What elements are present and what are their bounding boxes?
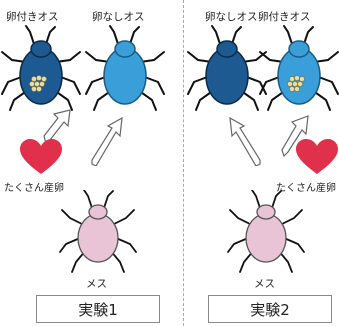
exp2-arrow-to-male-with-eggs [281, 115, 309, 158]
exp1-arrow-to-male-with-eggs [43, 109, 71, 146]
exp2-title-box: 実験2 [208, 295, 332, 323]
exp1-male-without-eggs-bug [85, 25, 165, 111]
exp1-female-bug [59, 190, 137, 273]
exp2-male-with-eggs-bug [259, 25, 339, 111]
exp1-male-with-eggs-bug [1, 25, 81, 111]
exp2-title: 実験2 [250, 300, 290, 319]
exp1-heart-icon [20, 139, 62, 174]
exp2-female-bug [227, 190, 305, 273]
exp1-title: 実験1 [78, 300, 118, 319]
exp2-male-with-eggs-label: 卵付きオス [258, 11, 311, 23]
exp2-female-label: メス [254, 278, 275, 290]
exp2-arrow-to-male-without-eggs [229, 116, 261, 166]
exp2-eggs-icon [287, 75, 305, 92]
exp1-female-label: メス [86, 278, 107, 290]
exp2-many-eggs-label: たくさん産卵 [276, 183, 336, 194]
exp2-male-without-eggs-bug [187, 25, 267, 111]
exp1-title-box: 実験1 [36, 295, 160, 323]
exp2-male-without-eggs-label: 卵なしオス [205, 11, 258, 23]
exp2-heart-icon [296, 139, 338, 174]
exp1-male-with-eggs-label: 卵付きオス [6, 11, 59, 23]
exp1-arrow-to-male-without-eggs [91, 116, 123, 166]
exp1-eggs-icon [29, 75, 47, 92]
experiment-divider [183, 0, 184, 326]
exp1-many-eggs-label: たくさん産卵 [4, 183, 64, 194]
exp1-male-without-eggs-label: 卵なしオス [92, 11, 145, 23]
